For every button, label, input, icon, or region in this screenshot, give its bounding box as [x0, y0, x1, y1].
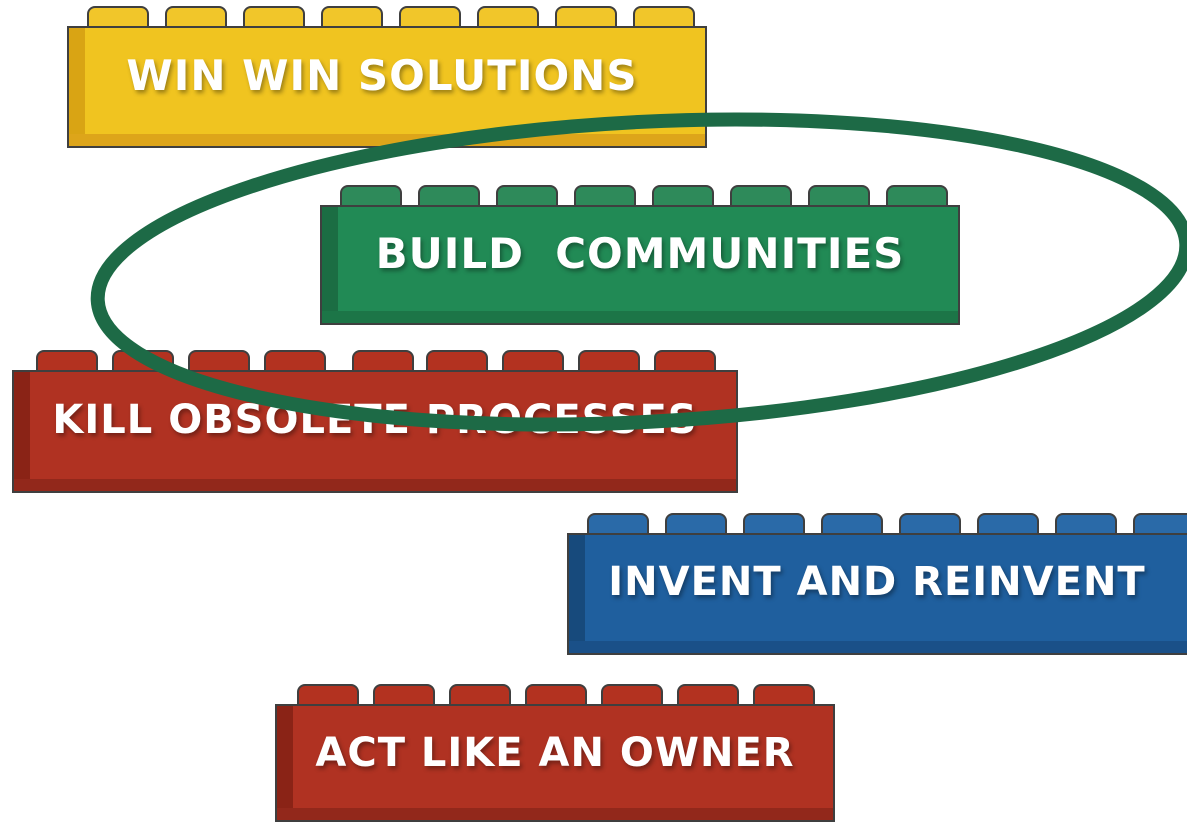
stud [373, 684, 435, 706]
stud [188, 350, 250, 372]
brick-shadow [277, 808, 833, 820]
brick-act-like-an-owner: ACT LIKE AN OWNER [275, 684, 835, 822]
stud [555, 6, 617, 28]
brick-shadow [14, 479, 736, 491]
stud [730, 185, 792, 207]
stud [665, 513, 727, 535]
brick-studs [320, 185, 960, 207]
stud [1055, 513, 1117, 535]
brick-body: BUILD COMMUNITIES [320, 205, 960, 325]
stud [426, 350, 488, 372]
stud [502, 350, 564, 372]
stud [297, 684, 359, 706]
brick-kill-obsolete-processes: KILL OBSOLETE PROCESSES [12, 350, 738, 493]
brick-win-win-solutions: WIN WIN SOLUTIONS [67, 6, 707, 148]
stud [340, 185, 402, 207]
stud [112, 350, 174, 372]
stud [449, 684, 511, 706]
stud [243, 6, 305, 28]
brick-invent-and-reinvent: INVENT AND REINVENT [567, 513, 1187, 655]
brick-label: KILL OBSOLETE PROCESSES [52, 396, 698, 443]
brick-shadow [322, 311, 958, 323]
stud [36, 350, 98, 372]
stud [654, 350, 716, 372]
stud [899, 513, 961, 535]
stud [525, 684, 587, 706]
stud [264, 350, 326, 372]
stud [601, 684, 663, 706]
stud [321, 6, 383, 28]
stud [652, 185, 714, 207]
stud [633, 6, 695, 28]
brick-label: ACT LIKE AN OWNER [315, 730, 795, 776]
stud [352, 350, 414, 372]
brick-studs [275, 684, 835, 706]
brick-shadow [277, 706, 293, 820]
stud [977, 513, 1039, 535]
brick-label: INVENT AND REINVENT [608, 559, 1146, 605]
stud [1133, 513, 1187, 535]
stud [753, 684, 815, 706]
stud [886, 185, 948, 207]
stud [677, 684, 739, 706]
brick-shadow [569, 641, 1187, 653]
stud [587, 513, 649, 535]
stud [165, 6, 227, 28]
stud [477, 6, 539, 28]
brick-build-communities: BUILD COMMUNITIES [320, 185, 960, 325]
brick-shadow [14, 372, 30, 491]
stud [418, 185, 480, 207]
stud [578, 350, 640, 372]
brick-shadow [69, 134, 705, 146]
brick-body: INVENT AND REINVENT [567, 533, 1187, 655]
stud [399, 6, 461, 28]
stud [821, 513, 883, 535]
brick-shadow [322, 207, 338, 323]
brick-label: BUILD COMMUNITIES [375, 228, 905, 278]
brick-body: ACT LIKE AN OWNER [275, 704, 835, 822]
stud [574, 185, 636, 207]
brick-body: WIN WIN SOLUTIONS [67, 26, 707, 148]
stud [87, 6, 149, 28]
brick-studs [12, 350, 738, 372]
stud [808, 185, 870, 207]
brick-shadow [69, 28, 85, 146]
stud [743, 513, 805, 535]
brick-shadow [569, 535, 585, 653]
brick-studs [567, 513, 1187, 535]
stud [496, 185, 558, 207]
brick-label: WIN WIN SOLUTIONS [126, 50, 638, 100]
brick-body: KILL OBSOLETE PROCESSES [12, 370, 738, 493]
brick-studs [67, 6, 707, 28]
